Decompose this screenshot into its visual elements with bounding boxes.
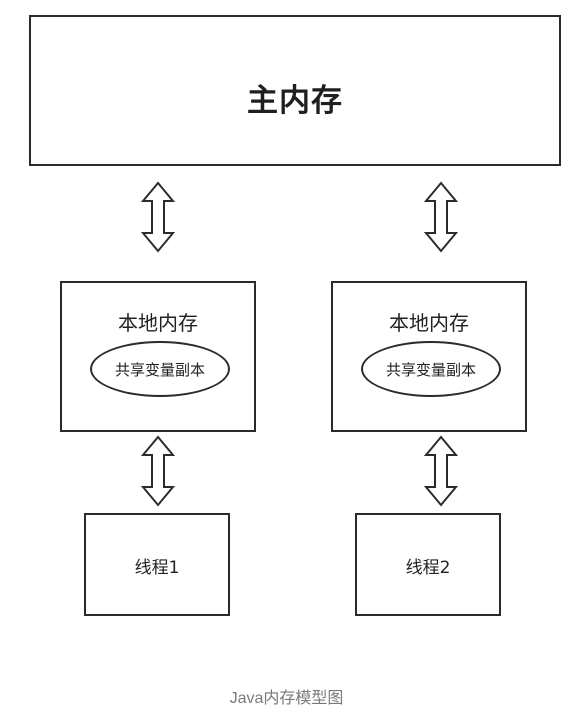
local-memory-box-2: 本地内存 共享变量副本 (331, 281, 527, 432)
main-memory-box: 主内存 (29, 15, 561, 166)
shared-variable-copy-label: 共享变量副本 (385, 360, 476, 379)
figure-caption: Java内存模型图 (229, 690, 344, 707)
shared-variable-copy-ellipse: 共享变量副本 (90, 341, 230, 397)
thread-box-1: 线程1 (84, 513, 230, 616)
double-arrow-icon (424, 181, 458, 253)
local-memory-label: 本地内存 (118, 311, 198, 335)
thread-label: 线程2 (405, 558, 451, 578)
double-arrow-icon (141, 181, 175, 253)
thread-label: 线程1 (134, 558, 180, 578)
local-memory-box-1: 本地内存 共享变量副本 (60, 281, 256, 432)
double-arrow-icon (424, 435, 458, 507)
main-memory-label: 主内存 (247, 83, 343, 119)
double-arrow-icon (141, 435, 175, 507)
local-memory-label: 本地内存 (389, 311, 469, 335)
shared-variable-copy-ellipse: 共享变量副本 (361, 341, 501, 397)
thread-box-2: 线程2 (355, 513, 501, 616)
shared-variable-copy-label: 共享变量副本 (114, 360, 205, 379)
